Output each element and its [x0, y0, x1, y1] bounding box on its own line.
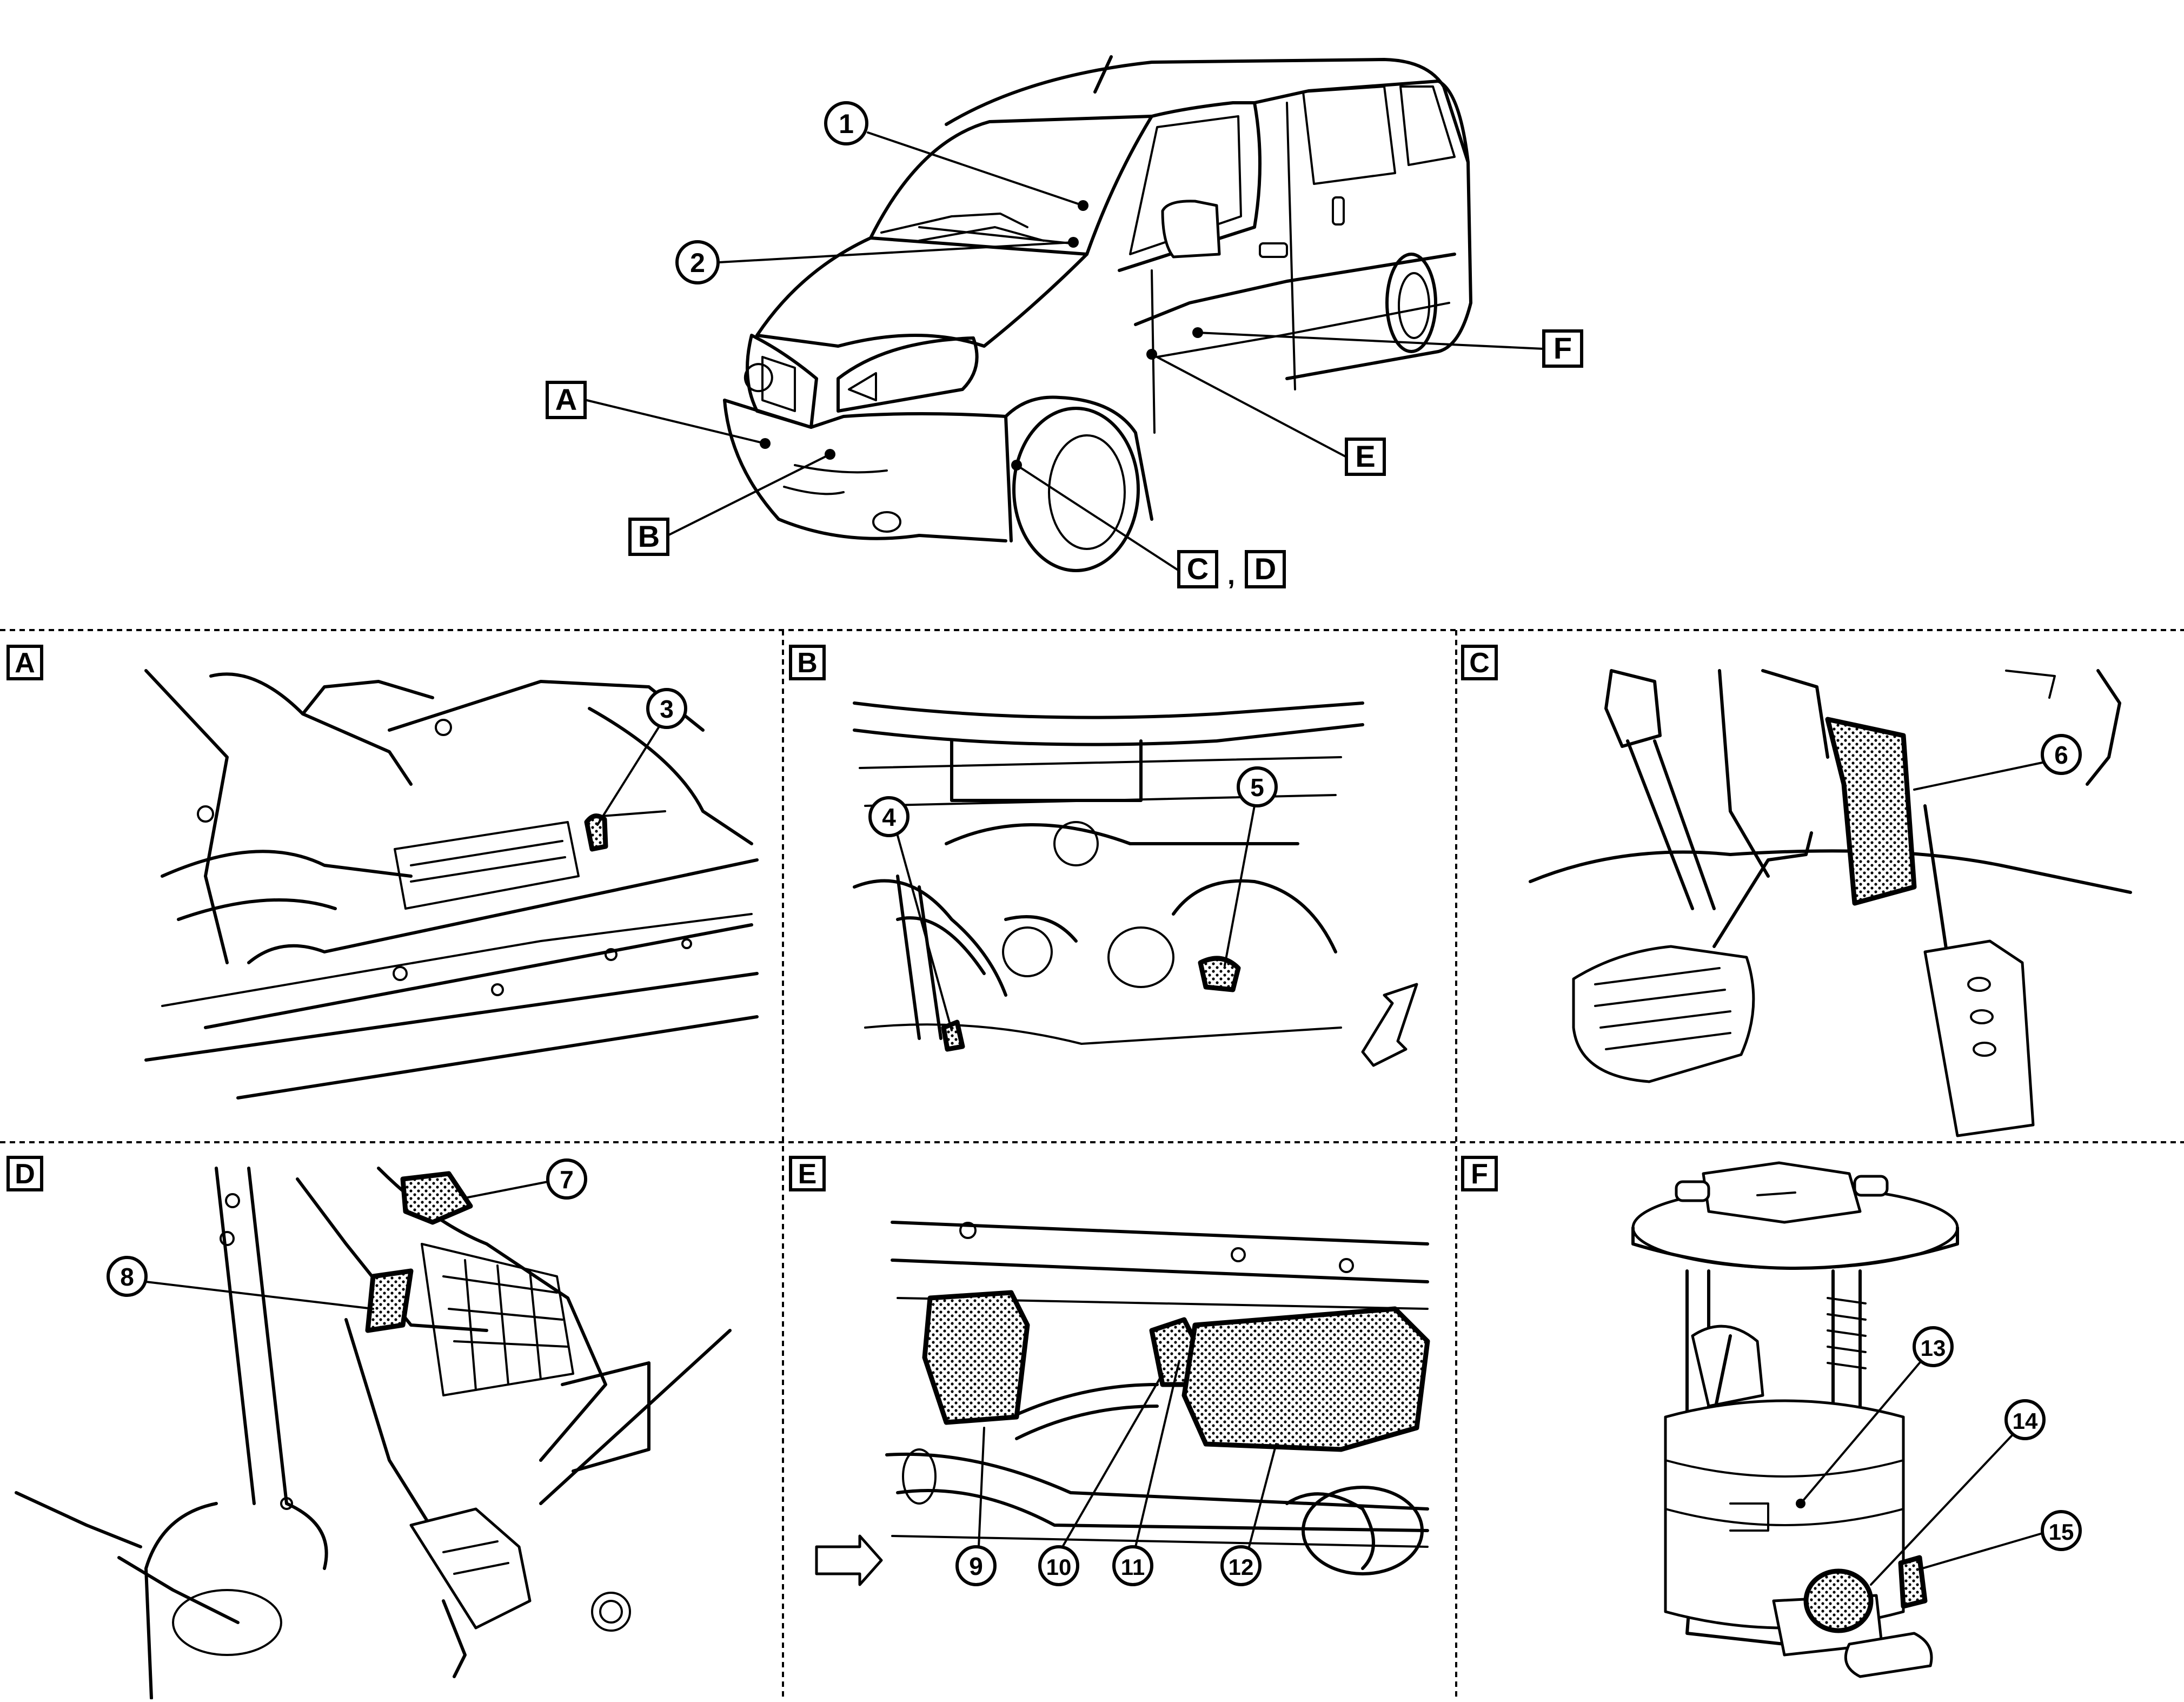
- panel-B-label: B: [797, 647, 818, 679]
- callout-2: 2: [675, 240, 720, 284]
- panel-C-label: C: [1469, 647, 1490, 679]
- callout-15: 15: [2049, 1519, 2074, 1545]
- panel-A: A 3: [6, 645, 759, 1100]
- callout-3: 3: [660, 695, 674, 723]
- svg-text:B: B: [638, 519, 660, 553]
- panel-A-label: A: [15, 647, 35, 679]
- svg-text:D: D: [1254, 552, 1276, 586]
- panel-C: C 6: [1461, 645, 2132, 1137]
- front-arrow-icon: [815, 1534, 883, 1586]
- panel-F-label: F: [1471, 1158, 1488, 1190]
- callout-13: 13: [1921, 1335, 1946, 1361]
- panel-F: F 13 14 15: [1461, 1156, 2082, 1678]
- view-label-C: C: [1177, 550, 1218, 588]
- callout-5: 5: [1250, 773, 1264, 802]
- callout-8: 8: [120, 1263, 134, 1291]
- panel-D-label: D: [15, 1158, 35, 1190]
- callout-1-label: 1: [839, 109, 854, 139]
- cd-separator: ,: [1227, 560, 1235, 590]
- panel-grid: [0, 629, 2184, 1699]
- callout-11: 11: [1121, 1554, 1145, 1580]
- callout-14: 14: [2013, 1408, 2038, 1434]
- panel-E-label: E: [798, 1158, 817, 1190]
- view-label-F: F: [1542, 329, 1583, 368]
- callout-7: 7: [560, 1165, 574, 1194]
- callout-4: 4: [882, 803, 896, 831]
- callout-6: 6: [2054, 741, 2068, 769]
- panel-E: E 9 10 11 12: [789, 1156, 1430, 1586]
- view-label-A: A: [546, 381, 587, 419]
- svg-text:F: F: [1554, 331, 1572, 365]
- view-label-E: E: [1345, 438, 1386, 476]
- svg-text:E: E: [1355, 439, 1375, 473]
- callout-2-label: 2: [690, 248, 705, 278]
- callout-10: 10: [1046, 1554, 1072, 1580]
- svg-text:C: C: [1187, 552, 1209, 586]
- panel-B: B 4 5: [789, 645, 1418, 1067]
- callout-12: 12: [1229, 1554, 1254, 1580]
- svg-text:A: A: [555, 382, 577, 416]
- overview-leaders: [586, 131, 1545, 572]
- callout-1: 1: [824, 101, 868, 145]
- view-label-D: D: [1245, 550, 1286, 588]
- vehicle-front-arrow-icon: [1361, 983, 1418, 1067]
- callout-9: 9: [969, 1552, 983, 1580]
- panel-D: D 7 8: [6, 1156, 732, 1700]
- view-label-B: B: [628, 518, 669, 556]
